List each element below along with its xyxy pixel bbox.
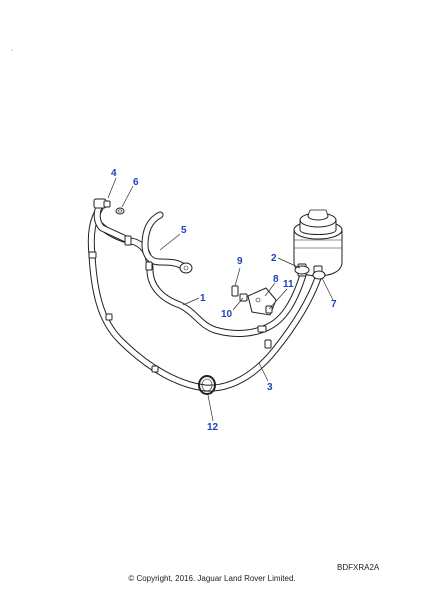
callout-1: 1	[200, 293, 206, 304]
o-ring	[115, 207, 125, 215]
reservoir	[293, 209, 343, 277]
callout-7: 7	[331, 299, 337, 310]
callout-12: 12	[207, 422, 219, 433]
callout-3: 3	[267, 382, 273, 393]
callout-9: 9	[237, 256, 243, 267]
callout-4: 4	[111, 168, 117, 179]
stray-dot	[11, 49, 13, 51]
callout-6: 6	[133, 177, 139, 188]
hose-clamp-lower	[312, 270, 326, 280]
callout-10: 10	[221, 309, 233, 320]
p-clip	[198, 375, 216, 395]
union-fitting	[93, 198, 111, 209]
callout-5: 5	[181, 225, 187, 236]
hose-clamp-upper	[294, 265, 310, 275]
hose-end-fitting	[179, 262, 193, 274]
diagram-reference-code: BDFXRA2A	[337, 563, 380, 572]
leader-lines	[107, 177, 334, 422]
callout-8: 8	[273, 274, 279, 285]
pressure-hose	[96, 221, 307, 337]
callout-2: 2	[271, 253, 277, 264]
callout-11: 11	[283, 279, 294, 290]
hose-clips	[88, 235, 272, 373]
copyright-notice: © Copyright, 2016. Jaguar Land Rover Lim…	[128, 574, 296, 583]
short-hose	[141, 211, 189, 272]
bolt	[231, 285, 239, 297]
